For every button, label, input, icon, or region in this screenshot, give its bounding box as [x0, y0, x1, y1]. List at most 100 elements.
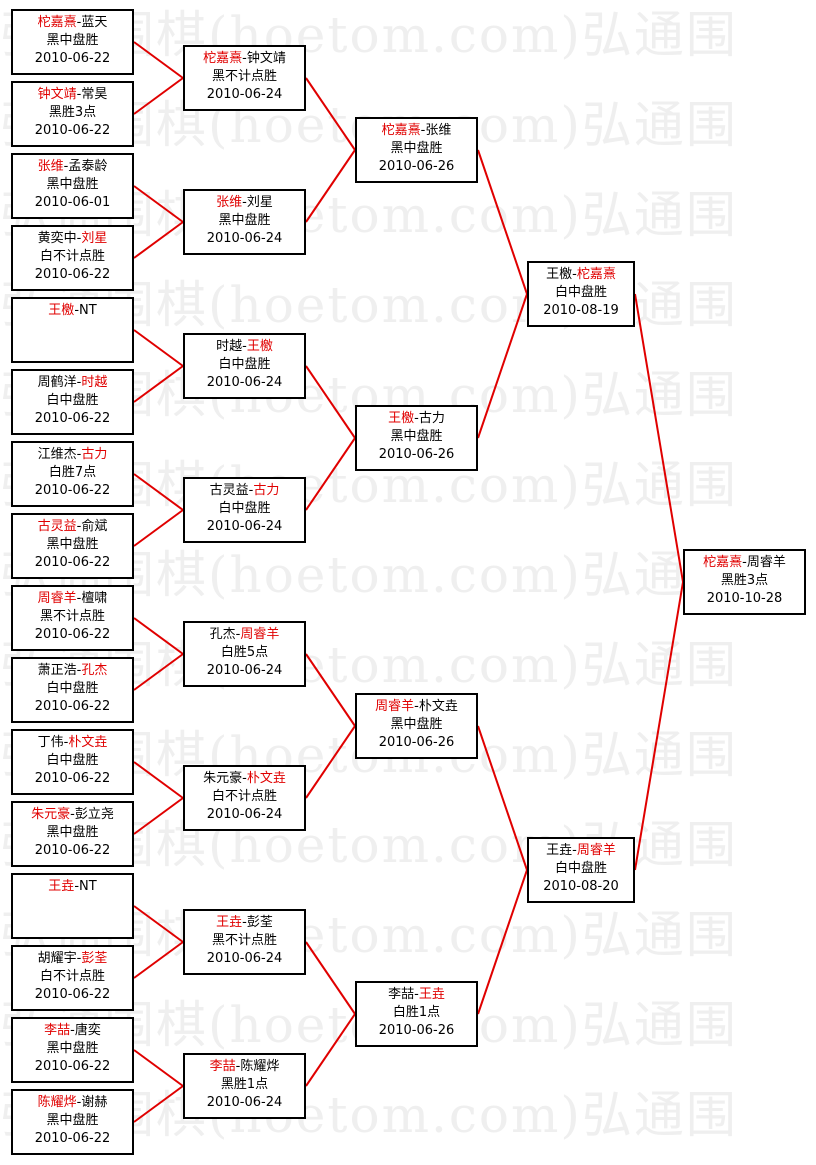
bracket-connector — [133, 653, 184, 691]
separator: - — [414, 987, 419, 1002]
player-name: 彭荃 — [81, 951, 108, 966]
player-name: 周睿羊 — [375, 699, 415, 714]
separator: - — [76, 951, 82, 966]
player-name: 常昊 — [81, 87, 108, 102]
separator: - — [572, 267, 577, 282]
player-name: NT — [79, 303, 97, 318]
match-box: 江维杰-古力白胜7点 2010-06-22 — [11, 441, 134, 507]
player-name: 王垚 — [418, 987, 445, 1002]
match-date: 2010-06-26 — [378, 735, 455, 750]
bracket-connector — [305, 941, 356, 1015]
bracket-connector — [133, 365, 184, 403]
match-result: 白胜7点 — [48, 465, 97, 480]
match-date: 2010-06-22 — [34, 123, 111, 138]
match-date: 2010-06-26 — [378, 159, 455, 174]
match-date: 2010-06-22 — [34, 843, 111, 858]
match-date: 2010-06-24 — [206, 519, 283, 534]
player-name: 孔杰 — [209, 627, 236, 642]
match-result: 白中盘胜 — [46, 753, 99, 768]
separator: - — [242, 195, 247, 210]
player-name: 古灵益 — [209, 483, 249, 498]
match-result: 黑胜3点 — [720, 573, 769, 588]
match-result: 白中盘胜 — [218, 357, 271, 372]
player-name: 王檄 — [246, 339, 273, 354]
match-date: 2010-06-22 — [34, 771, 111, 786]
match-result: 白中盘胜 — [46, 681, 99, 696]
player-name: 朱元豪 — [31, 807, 71, 822]
bracket-connector — [305, 77, 356, 151]
match-result: 黑中盘胜 — [46, 1113, 99, 1128]
match-result: 白胜5点 — [220, 645, 269, 660]
player-name: 朴文垚 — [418, 699, 458, 714]
bracket-connector — [133, 185, 184, 223]
match-result: 白不计点胜 — [39, 969, 105, 984]
bracket-connector — [305, 1013, 356, 1087]
match-date: 2010-06-24 — [206, 87, 283, 102]
bracket-connector — [133, 221, 184, 259]
player-name: 张维 — [216, 195, 243, 210]
player-name: 周睿羊 — [37, 591, 77, 606]
bracket-connector — [133, 77, 184, 115]
match-result: 白不计点胜 — [211, 789, 277, 804]
match-players: 周鹤洋-时越 — [13, 374, 132, 392]
match-date: 2010-06-22 — [34, 555, 111, 570]
match-date: 2010-06-22 — [34, 267, 111, 282]
match-result: 黑中盘胜 — [46, 537, 99, 552]
bracket-connector — [133, 797, 184, 835]
match-players: 江维杰-古力 — [13, 446, 132, 464]
match-players: 张维-刘星 — [185, 194, 304, 212]
match-result: 黑中盘胜 — [218, 213, 271, 228]
match-players: 王檄-古力 — [357, 410, 476, 428]
player-name: 张维 — [425, 123, 452, 138]
player-name: 周睿羊 — [746, 555, 786, 570]
match-result: 白中盘胜 — [554, 861, 607, 876]
match-date: 2010-06-24 — [206, 1095, 283, 1110]
player-name: 刘星 — [81, 231, 108, 246]
separator: - — [76, 1095, 82, 1110]
bracket-connector — [634, 581, 684, 871]
match-result: 黑不计点胜 — [211, 933, 277, 948]
match-players: 朱元豪-朴文垚 — [185, 770, 304, 788]
separator: - — [420, 123, 426, 138]
separator: - — [235, 627, 241, 642]
player-name: 王檄 — [48, 303, 75, 318]
match-date: 2010-10-28 — [706, 591, 783, 606]
separator: - — [242, 915, 247, 930]
bracket-connector — [477, 725, 528, 871]
separator: - — [242, 771, 247, 786]
match-players: 萧正浩-孔杰 — [13, 662, 132, 680]
match-result: 黑中盘胜 — [46, 177, 99, 192]
separator: - — [74, 879, 80, 894]
match-players: 丁伟-朴文垚 — [13, 734, 132, 752]
player-name: 蓝天 — [81, 15, 108, 30]
match-box: 王檄-NT — [11, 297, 134, 363]
match-result: 白中盘胜 — [218, 501, 271, 516]
match-players: 王檄-柁嘉熹 — [529, 266, 633, 284]
player-name: 黄奕中 — [37, 231, 77, 246]
bracket-connector — [133, 905, 184, 943]
match-players: 李喆-王垚 — [357, 986, 476, 1004]
match-date — [13, 338, 132, 356]
separator: - — [572, 843, 577, 858]
player-name: 古力 — [253, 483, 280, 498]
player-name: 丁伟 — [37, 735, 64, 750]
match-players: 张维-孟泰龄 — [13, 158, 132, 176]
match-players: 李喆-唐奕 — [13, 1022, 132, 1040]
match-date: 2010-06-22 — [34, 483, 111, 498]
match-date: 2010-06-22 — [34, 699, 111, 714]
match-result: 黑中盘胜 — [46, 1041, 99, 1056]
bracket-connector — [305, 149, 356, 223]
bracket-connector — [133, 329, 184, 367]
match-players: 王檄-NT — [13, 302, 132, 320]
